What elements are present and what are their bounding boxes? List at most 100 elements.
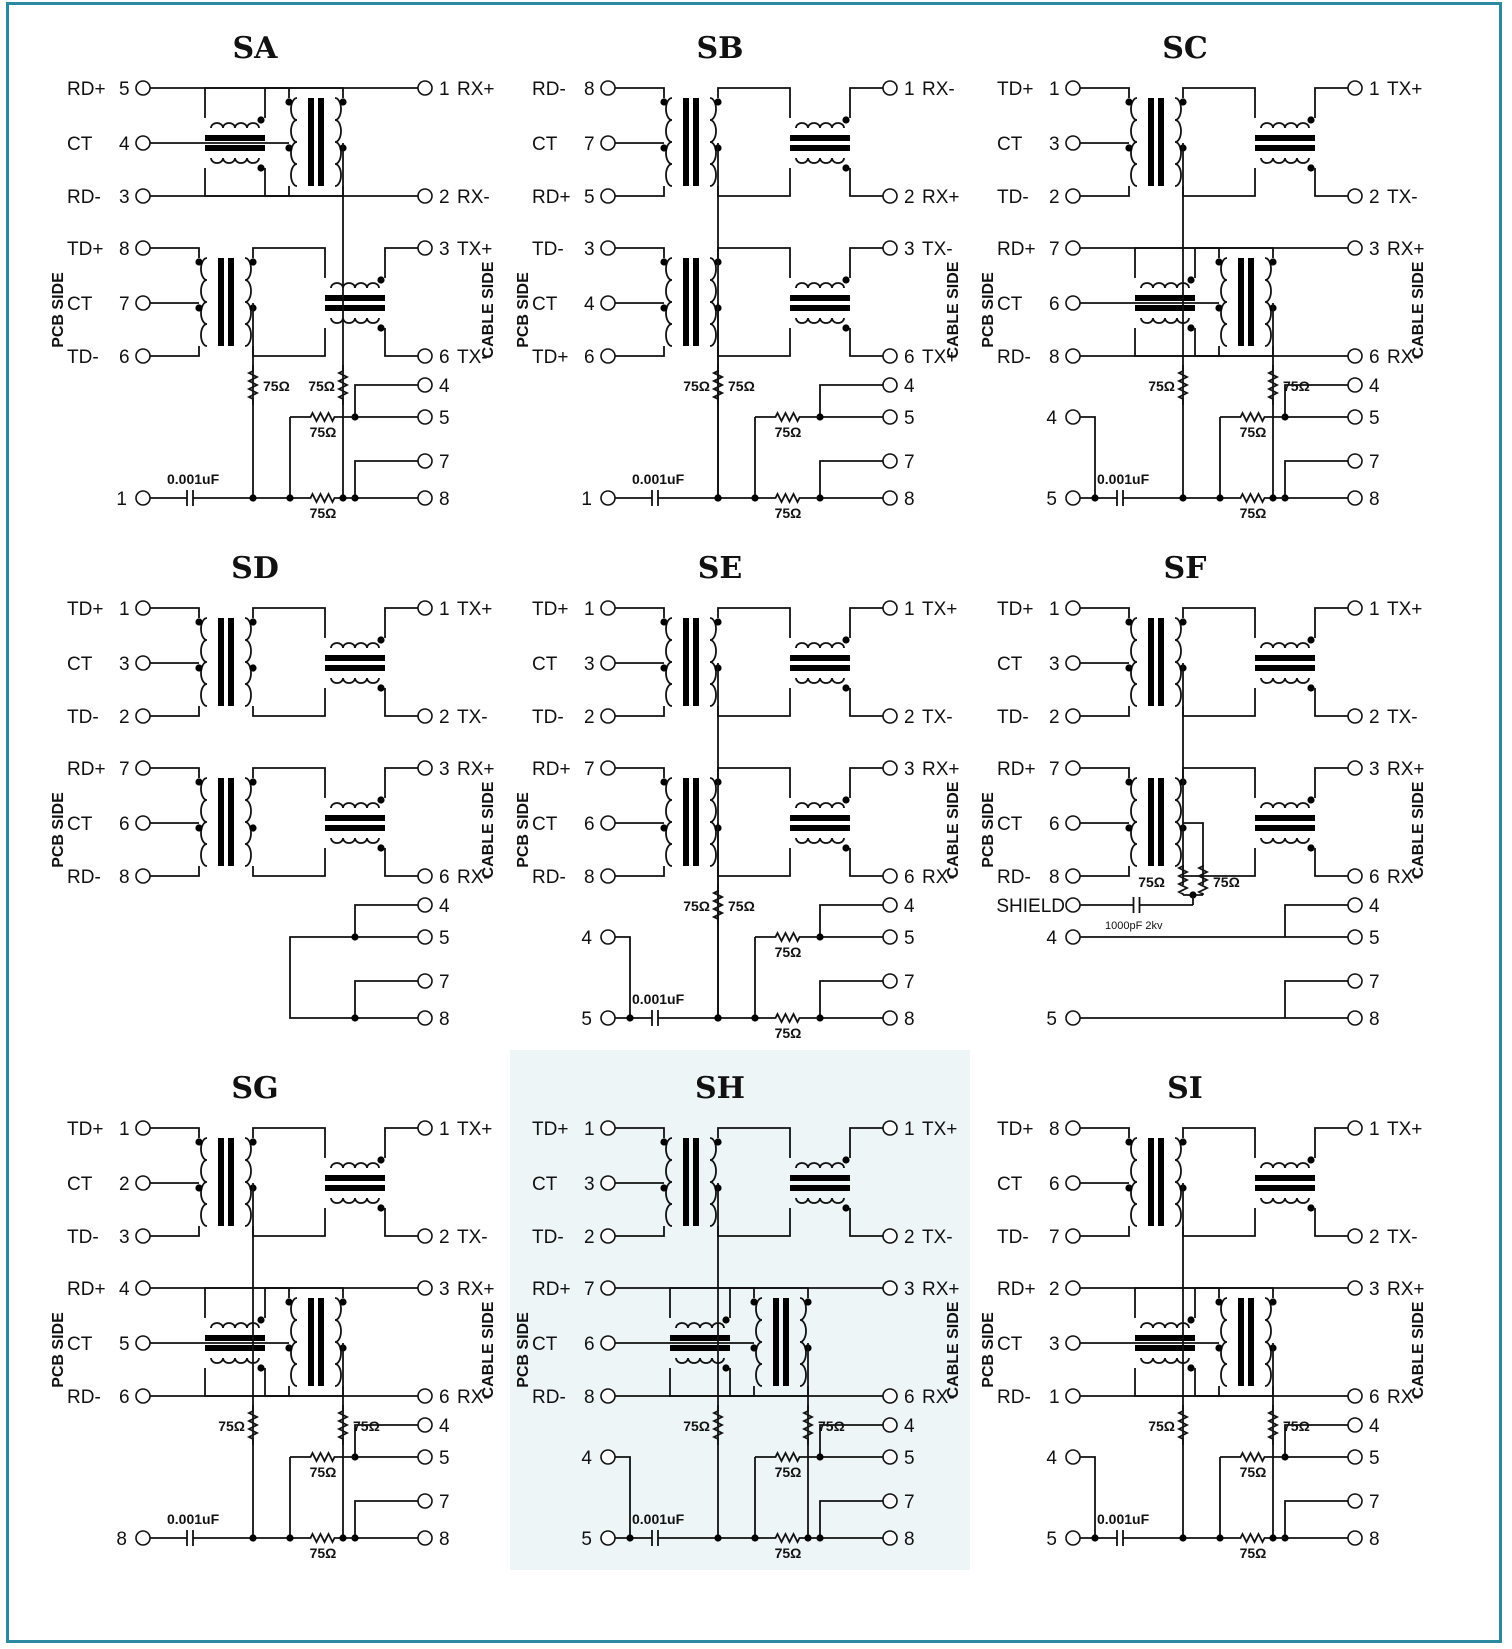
input-pin-number: 4 <box>1046 928 1057 949</box>
wire <box>717 87 791 118</box>
coil <box>755 1297 763 1387</box>
junction-dot <box>285 144 293 152</box>
coil <box>210 157 260 164</box>
junction-dot <box>842 1156 850 1164</box>
lower-pin-name: RD+ <box>532 1279 571 1300</box>
resistor <box>1220 1531 1285 1545</box>
coil <box>709 1137 717 1227</box>
pin-terminal <box>600 348 616 364</box>
wire <box>384 247 418 278</box>
wire <box>1182 1208 1256 1237</box>
lower-pin-name: RX+ <box>457 1279 495 1300</box>
pin-terminal <box>600 1530 616 1546</box>
pin-terminal <box>1065 1120 1081 1136</box>
pin-terminal <box>417 868 433 884</box>
wire <box>849 328 883 357</box>
junction-dot <box>339 1298 347 1306</box>
upper-pin-number: 2 <box>119 707 130 728</box>
resistor <box>246 1405 260 1445</box>
pin-terminal <box>135 600 151 616</box>
cable-pin-number: 5 <box>439 408 450 429</box>
wire <box>717 607 791 638</box>
wire <box>1182 168 1256 197</box>
input-pin-number: 1 <box>581 489 592 510</box>
junction-dot <box>339 98 347 106</box>
pin-terminal <box>1065 600 1081 616</box>
common-mode-choke <box>790 276 850 332</box>
wire <box>384 688 418 717</box>
upper-pin-number: 1 <box>119 599 130 620</box>
lower-pin-name: TX+ <box>457 239 492 260</box>
upper-pin-name: TX- <box>457 707 488 728</box>
lower-pin-number: 4 <box>584 294 595 315</box>
lower-pin-name: RD+ <box>532 759 571 780</box>
lower-pin-name: CT <box>67 1334 93 1355</box>
transformer <box>195 1137 257 1227</box>
pin-terminal <box>1347 973 1363 989</box>
input-pin-number: 4 <box>581 1448 592 1469</box>
lower-pin-number: 6 <box>584 347 595 368</box>
lower-pin-number: 8 <box>584 1387 595 1408</box>
coil <box>1220 257 1228 347</box>
cable-pin-number: 5 <box>1369 408 1380 429</box>
junction-dot <box>1125 664 1133 672</box>
pin-terminal <box>882 897 898 913</box>
wire <box>819 980 883 1019</box>
pin-terminal <box>600 80 616 96</box>
transformer <box>195 777 257 867</box>
lower-pin-name: RD- <box>997 1387 1031 1408</box>
pin-terminal <box>1065 1175 1081 1191</box>
transformer <box>285 1297 347 1387</box>
junction-dot <box>377 684 385 692</box>
wire <box>150 607 200 618</box>
pin-terminal <box>882 1120 898 1136</box>
wire <box>1080 186 1130 197</box>
resistor-value: 75Ω <box>728 898 755 914</box>
pin-terminal <box>1065 135 1081 151</box>
pin-terminal <box>1347 1120 1363 1136</box>
resistor <box>1220 491 1285 505</box>
lower-pin-name: RD- <box>67 867 101 888</box>
pin-terminal <box>417 1120 433 1136</box>
upper-pin-number: 2 <box>584 1227 595 1248</box>
coil <box>330 282 380 289</box>
common-mode-choke <box>1135 1316 1195 1372</box>
cable-pin-number: 5 <box>439 1448 450 1469</box>
coil <box>1130 777 1138 867</box>
junction-dot <box>1216 494 1224 502</box>
upper-pin-name: CT <box>67 1174 93 1195</box>
upper-pin-name: TD- <box>67 707 99 728</box>
pin-terminal <box>600 655 616 671</box>
resistor <box>1266 1405 1280 1445</box>
wire <box>1182 848 1256 877</box>
input-pin-number: 5 <box>1046 1009 1057 1030</box>
coil <box>334 97 342 187</box>
lower-pin-name: RX- <box>922 867 955 888</box>
coil <box>795 282 845 289</box>
upper-pin-name: TD+ <box>532 1119 568 1140</box>
shield-label: SHIELD <box>996 896 1065 917</box>
wire <box>354 384 418 418</box>
wire <box>252 688 326 717</box>
upper-pin-name: RX+ <box>922 187 960 208</box>
upper-pin-name: TX+ <box>1387 79 1422 100</box>
cable-side-label: CABLE SIDE <box>480 261 497 358</box>
junction-dot <box>1179 494 1187 502</box>
upper-pin-name: TD- <box>997 187 1029 208</box>
pin-terminal <box>417 188 433 204</box>
wire <box>849 848 883 877</box>
resistor <box>1220 410 1285 424</box>
junction-dot <box>257 1364 265 1372</box>
resistor <box>711 365 725 405</box>
pin-terminal <box>417 490 433 506</box>
coil <box>244 257 252 347</box>
wire <box>615 706 665 717</box>
lower-pin-number: 8 <box>584 867 595 888</box>
coil <box>675 1322 725 1329</box>
junction-dot <box>1215 1298 1223 1306</box>
wire <box>1314 607 1348 638</box>
